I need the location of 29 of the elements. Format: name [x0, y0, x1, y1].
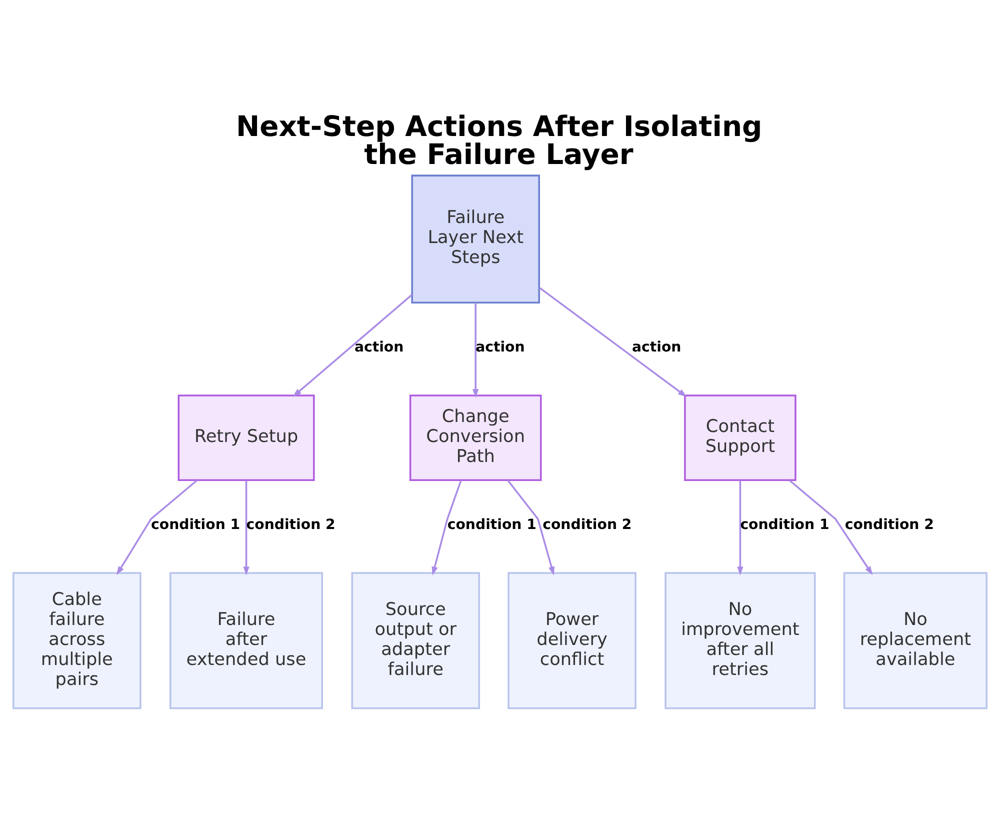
- node-box: Retry Setup: [178, 394, 315, 482]
- diagram-title: Next-Step Actions After Isolating the Failure Layer: [236, 110, 762, 172]
- edge-label: condition 2: [542, 517, 632, 534]
- edge-label: condition 1: [740, 517, 830, 534]
- arrow: [292, 294, 413, 397]
- edge-label: condition 1: [151, 517, 240, 534]
- node-box: Failure Layer Next Steps: [411, 174, 540, 304]
- arrow: [116, 480, 198, 576]
- arrow: [243, 480, 250, 576]
- arrow: [788, 480, 873, 576]
- node-box: Contact Support: [684, 394, 796, 482]
- arrow: [432, 480, 462, 576]
- edge-label: action: [632, 339, 682, 356]
- arrow: [737, 480, 744, 576]
- edge-label: action: [476, 339, 525, 356]
- arrow: [507, 480, 554, 576]
- arrow: [538, 286, 687, 397]
- edge-label: condition 2: [246, 517, 336, 534]
- edge-label: condition 2: [844, 517, 934, 534]
- edge-label: condition 1: [447, 517, 536, 534]
- node-box: No replacement available: [843, 572, 988, 710]
- node-box: No improvement after all retries: [664, 572, 816, 710]
- node-box: Power delivery conflict: [508, 572, 636, 710]
- node-box: Change Conversion Path: [409, 394, 542, 482]
- node-box: Cable failure across multiple pairs: [12, 572, 142, 710]
- node-box: Failure after extended use: [170, 572, 324, 710]
- node-box: Source output or adapter failure: [351, 572, 480, 710]
- edge-label: action: [354, 339, 404, 356]
- arrow: [472, 302, 479, 398]
